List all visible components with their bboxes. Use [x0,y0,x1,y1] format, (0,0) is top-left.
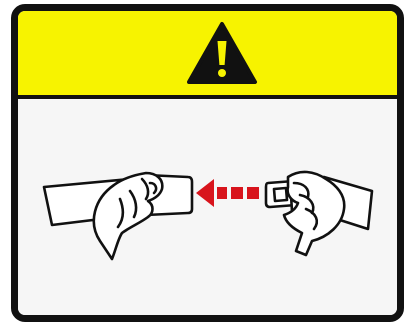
hand-holding-buckle-icon [44,173,192,259]
warning-header [18,11,397,99]
seatbelt-pictogram [18,99,397,315]
warning-triangle-icon [186,21,258,85]
hand-holding-latch-plate-icon [266,172,372,255]
safety-sign [11,4,404,322]
pictogram-panel [18,99,397,315]
dashed-arrow-left-icon [196,179,259,207]
